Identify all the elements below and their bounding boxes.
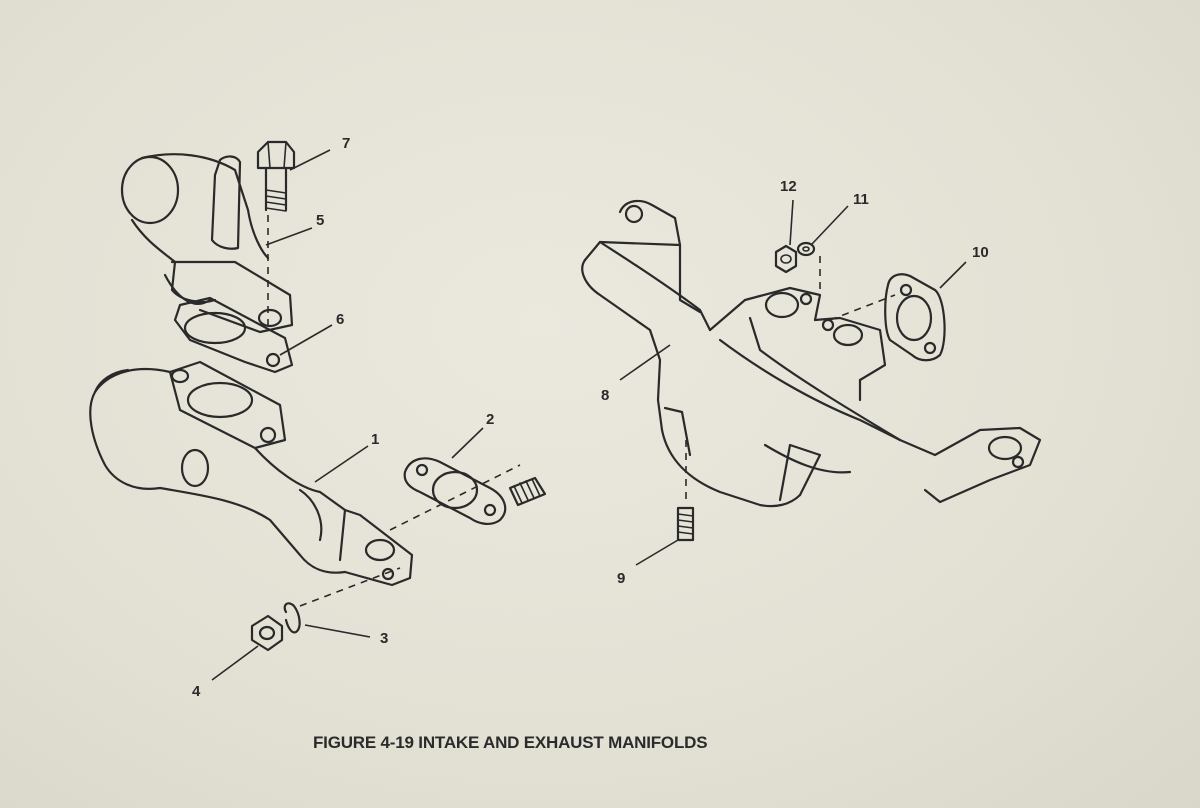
callout-10: 10 [972,244,989,261]
part-11-washer [796,241,816,257]
callout-6: 6 [336,311,344,328]
part-7-bolt [256,140,296,212]
intake-assembly [89,140,547,652]
part-6-gasket [173,296,294,374]
part-12-nut [774,244,821,290]
callout-4: 4 [192,683,201,700]
callout-9: 9 [617,570,625,587]
part-3-lock-washer [283,602,301,634]
callout-1: 1 [371,431,379,448]
part-8-exhaust-manifold [581,199,1042,508]
part-2-gasket [403,457,507,525]
callout-5: 5 [316,212,324,229]
exhaust-assembly [581,199,1042,542]
thermostat-housing [120,153,294,334]
stud [508,476,547,507]
callout-7: 7 [342,135,350,152]
part-4-nut [250,614,284,652]
part-10-gasket [829,273,946,362]
callout-8: 8 [601,387,609,404]
callouts: 7 5 6 1 2 3 4 8 9 10 11 12 [192,135,989,700]
leader-lines [211,149,967,681]
callout-2: 2 [486,411,494,428]
callout-11: 11 [853,191,869,208]
part-1-intake-manifold [89,360,414,587]
callout-3: 3 [380,630,388,647]
figure-caption: FIGURE 4-19 INTAKE AND EXHAUST MANIFOLDS [313,733,708,752]
part-9-stud [676,440,695,542]
callout-12: 12 [780,178,797,195]
